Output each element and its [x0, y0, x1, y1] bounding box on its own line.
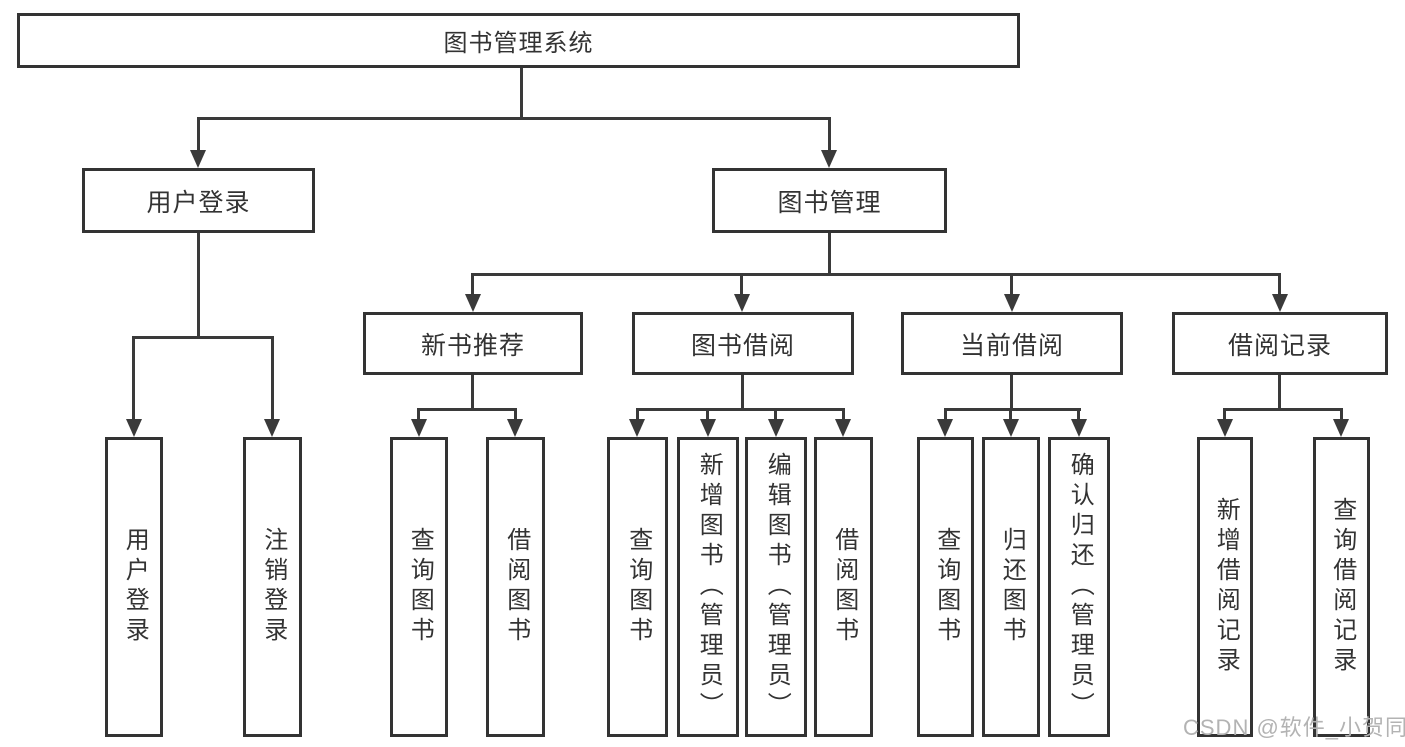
arrowhead-icon	[821, 150, 837, 168]
node-label: 图书借阅	[690, 331, 795, 360]
node-borrowing-records: 借阅记录	[1172, 312, 1388, 375]
connector-line	[1010, 375, 1013, 410]
connector-line	[132, 336, 274, 339]
arrowhead-icon	[507, 419, 523, 437]
leaf-label: 新增图书（管理员）	[695, 452, 723, 722]
connector-line	[520, 68, 523, 118]
node-label: 当前借阅	[959, 331, 1064, 360]
node-new-book-recommendation: 新书推荐	[363, 312, 583, 375]
connector-line	[471, 273, 1281, 276]
connector-line	[132, 336, 135, 420]
leaf-borrow-books-borrowing: 借阅图书	[814, 437, 873, 737]
node-label: 新书推荐	[420, 331, 525, 360]
connector-line	[197, 233, 200, 339]
connector-line	[828, 117, 831, 151]
watermark: CSDN @软件_小贺同学	[1183, 715, 1405, 740]
leaf-label: 注销登录	[259, 527, 287, 647]
arrowhead-icon	[768, 419, 784, 437]
arrowhead-icon	[1333, 419, 1349, 437]
node-label: 用户登录	[146, 188, 251, 217]
connector-line	[197, 117, 831, 120]
leaf-confirm-return-admin: 确认归还（管理员）	[1048, 437, 1110, 737]
connector-line	[1278, 375, 1281, 410]
leaf-add-books-admin: 新增图书（管理员）	[677, 437, 739, 737]
leaf-label: 查询借阅记录	[1328, 497, 1356, 677]
arrowhead-icon	[700, 419, 716, 437]
arrowhead-icon	[465, 294, 481, 312]
arrowhead-icon	[411, 419, 427, 437]
connector-line	[471, 375, 474, 410]
connector-line	[774, 408, 777, 421]
connector-line	[514, 408, 517, 421]
arrowhead-icon	[734, 294, 750, 312]
connector-line	[1077, 408, 1080, 421]
leaf-user-login: 用户登录	[105, 437, 163, 737]
connector-line	[1223, 408, 1343, 411]
connector-line	[417, 408, 420, 421]
arrowhead-icon	[1071, 419, 1087, 437]
node-label: 借阅记录	[1227, 331, 1332, 360]
node-book-borrowing: 图书借阅	[632, 312, 854, 375]
node-label: 图书管理系统	[443, 30, 594, 57]
leaf-label: 查询图书	[406, 527, 434, 647]
connector-line	[636, 408, 639, 421]
connector-line	[706, 408, 709, 421]
connector-line	[1223, 408, 1226, 421]
connector-line	[1340, 408, 1343, 421]
arrowhead-icon	[1217, 419, 1233, 437]
connector-line	[1009, 408, 1012, 421]
leaf-add-borrow-record: 新增借阅记录	[1197, 437, 1253, 737]
leaf-query-books-current: 查询图书	[917, 437, 974, 737]
leaf-borrow-books-recommend: 借阅图书	[486, 437, 545, 737]
node-label: 图书管理	[777, 188, 882, 217]
leaf-return-books: 归还图书	[982, 437, 1040, 737]
leaf-logout: 注销登录	[243, 437, 302, 737]
connector-line	[741, 375, 744, 410]
connector-line	[1278, 273, 1281, 295]
node-book-management: 图书管理	[712, 168, 947, 233]
node-current-borrowing: 当前借阅	[901, 312, 1123, 375]
connector-line	[944, 408, 1081, 411]
leaf-label: 借阅图书	[502, 527, 530, 647]
arrowhead-icon	[937, 419, 953, 437]
leaf-query-books-borrowing: 查询图书	[607, 437, 668, 737]
leaf-label: 新增借阅记录	[1212, 497, 1240, 677]
arrowhead-icon	[190, 150, 206, 168]
leaf-label: 确认归还（管理员）	[1066, 452, 1094, 722]
leaf-label: 归还图书	[998, 527, 1026, 647]
connector-line	[636, 408, 845, 411]
connector-line	[944, 408, 947, 421]
leaf-label: 借阅图书	[830, 527, 858, 647]
arrowhead-icon	[1003, 419, 1019, 437]
connector-line	[197, 117, 200, 151]
leaf-edit-books-admin: 编辑图书（管理员）	[745, 437, 807, 737]
arrowhead-icon	[126, 419, 142, 437]
leaf-query-borrow-record: 查询借阅记录	[1313, 437, 1370, 737]
leaf-label: 查询图书	[624, 527, 652, 647]
connector-line	[271, 336, 274, 420]
arrowhead-icon	[1004, 294, 1020, 312]
arrowhead-icon	[1272, 294, 1288, 312]
connector-line	[471, 273, 474, 295]
leaf-label: 用户登录	[121, 527, 149, 647]
leaf-label: 查询图书	[932, 527, 960, 647]
node-root: 图书管理系统	[17, 13, 1020, 68]
arrowhead-icon	[629, 419, 645, 437]
node-user-login: 用户登录	[82, 168, 315, 233]
connector-line	[842, 408, 845, 421]
leaf-query-books-recommend: 查询图书	[390, 437, 448, 737]
connector-line	[417, 408, 517, 411]
leaf-label: 编辑图书（管理员）	[763, 452, 791, 722]
connector-line	[1010, 273, 1013, 295]
connector-line	[828, 233, 831, 275]
connector-line	[740, 273, 743, 295]
arrowhead-icon	[264, 419, 280, 437]
arrowhead-icon	[835, 419, 851, 437]
